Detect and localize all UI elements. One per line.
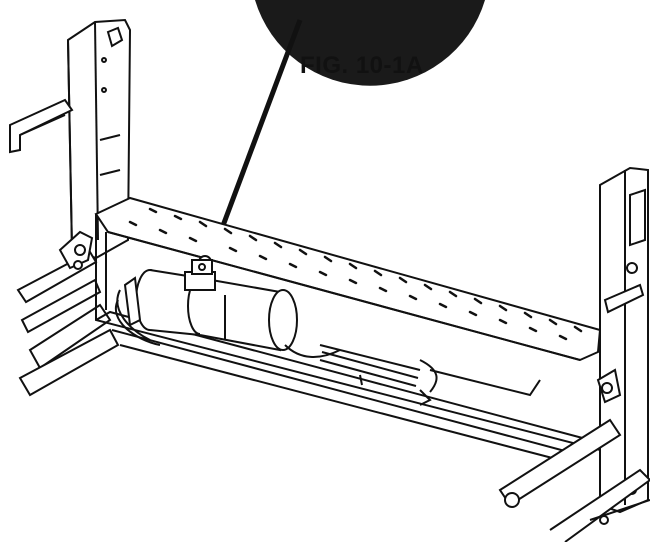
- left-lower-arms: [16, 230, 120, 397]
- right-linkage: [498, 283, 650, 542]
- callout-arrow: [209, 19, 303, 256]
- right-vertical-arm: [599, 166, 649, 514]
- left-handle-bracket: [9, 98, 74, 154]
- lower-frame: [95, 214, 601, 461]
- figure-label: FIG. 10-1A: [300, 52, 424, 79]
- detail-circle: [255, 0, 485, 86]
- platform-deck: [94, 196, 602, 362]
- hydraulic-hoses: [115, 289, 541, 406]
- deck-slots: [128, 207, 583, 341]
- pump-fitting: [191, 259, 213, 275]
